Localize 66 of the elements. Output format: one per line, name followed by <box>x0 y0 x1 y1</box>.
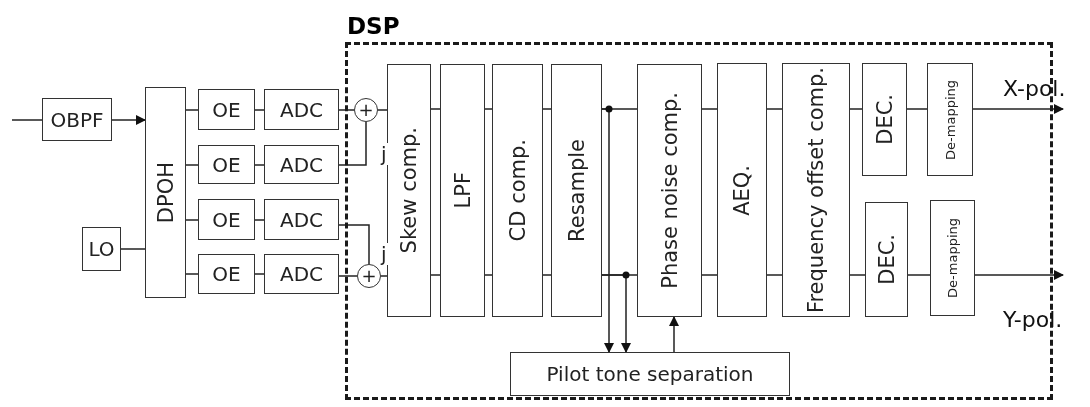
process-block: Frequency offset comp. <box>782 63 850 317</box>
connector-line <box>430 108 441 110</box>
connector-line <box>254 164 265 166</box>
process-block: ADC <box>264 199 339 240</box>
connector-line <box>849 108 863 110</box>
connector-line <box>907 274 931 276</box>
arrow <box>972 104 1064 114</box>
process-block: DEC. <box>862 63 907 176</box>
process-block: OE <box>198 199 255 240</box>
connector-line <box>484 108 493 110</box>
connector-line <box>11 119 43 121</box>
arrow <box>601 274 631 353</box>
process-block: OBPF <box>42 98 112 141</box>
connector-line <box>338 109 355 111</box>
arrow <box>974 270 1064 280</box>
output-label: X-pol. <box>1003 76 1066 102</box>
connector-line <box>484 274 493 276</box>
connector-line <box>185 109 199 111</box>
process-block: ADC <box>264 254 339 294</box>
process-block: De-mapping <box>930 200 975 316</box>
process-block: Skew comp. <box>387 64 431 317</box>
connector-line <box>185 273 199 275</box>
edge-label: j <box>380 243 388 265</box>
connector-line <box>542 108 552 110</box>
connector-line <box>338 224 370 265</box>
connector-line <box>185 164 199 166</box>
connector-line <box>701 108 718 110</box>
connector-line <box>542 274 552 276</box>
process-block: ADC <box>264 145 339 184</box>
connector-line <box>254 273 265 275</box>
summing-junction: + <box>357 264 381 288</box>
process-block: LO <box>82 227 121 271</box>
connector-line <box>430 274 441 276</box>
process-block: Resample <box>551 64 602 317</box>
process-block: LPF <box>440 64 485 317</box>
connector-line <box>254 109 265 111</box>
process-block: DEC. <box>865 202 908 317</box>
connector-line <box>701 274 718 276</box>
process-block: De-mapping <box>927 63 973 176</box>
output-label: Y-pol. <box>1003 307 1063 333</box>
process-block: Phase noise comp. <box>637 64 702 317</box>
arrow <box>111 115 146 125</box>
process-block: ADC <box>264 89 339 130</box>
connector-line <box>338 121 367 166</box>
connector-line <box>254 219 265 221</box>
connector-line <box>185 219 199 221</box>
connector-line <box>377 109 388 111</box>
arrow <box>669 316 679 353</box>
connector-line <box>849 274 866 276</box>
process-block: OE <box>198 89 255 130</box>
connector-line <box>380 275 388 277</box>
connector-line <box>906 108 928 110</box>
connector-line <box>338 275 358 277</box>
process-block: OE <box>198 145 255 184</box>
connector-line <box>766 274 783 276</box>
process-block: Pilot tone separation <box>510 352 790 396</box>
group-title: DSP <box>347 12 400 40</box>
connector-line <box>766 108 783 110</box>
process-block: AEQ. <box>717 63 767 317</box>
edge-label: j <box>380 143 388 165</box>
process-block: CD comp. <box>492 64 543 317</box>
arrow <box>601 108 614 353</box>
summing-junction: + <box>354 98 378 122</box>
process-block: OE <box>198 254 255 294</box>
connector-line <box>120 248 146 250</box>
process-block: DPOH <box>145 87 186 298</box>
